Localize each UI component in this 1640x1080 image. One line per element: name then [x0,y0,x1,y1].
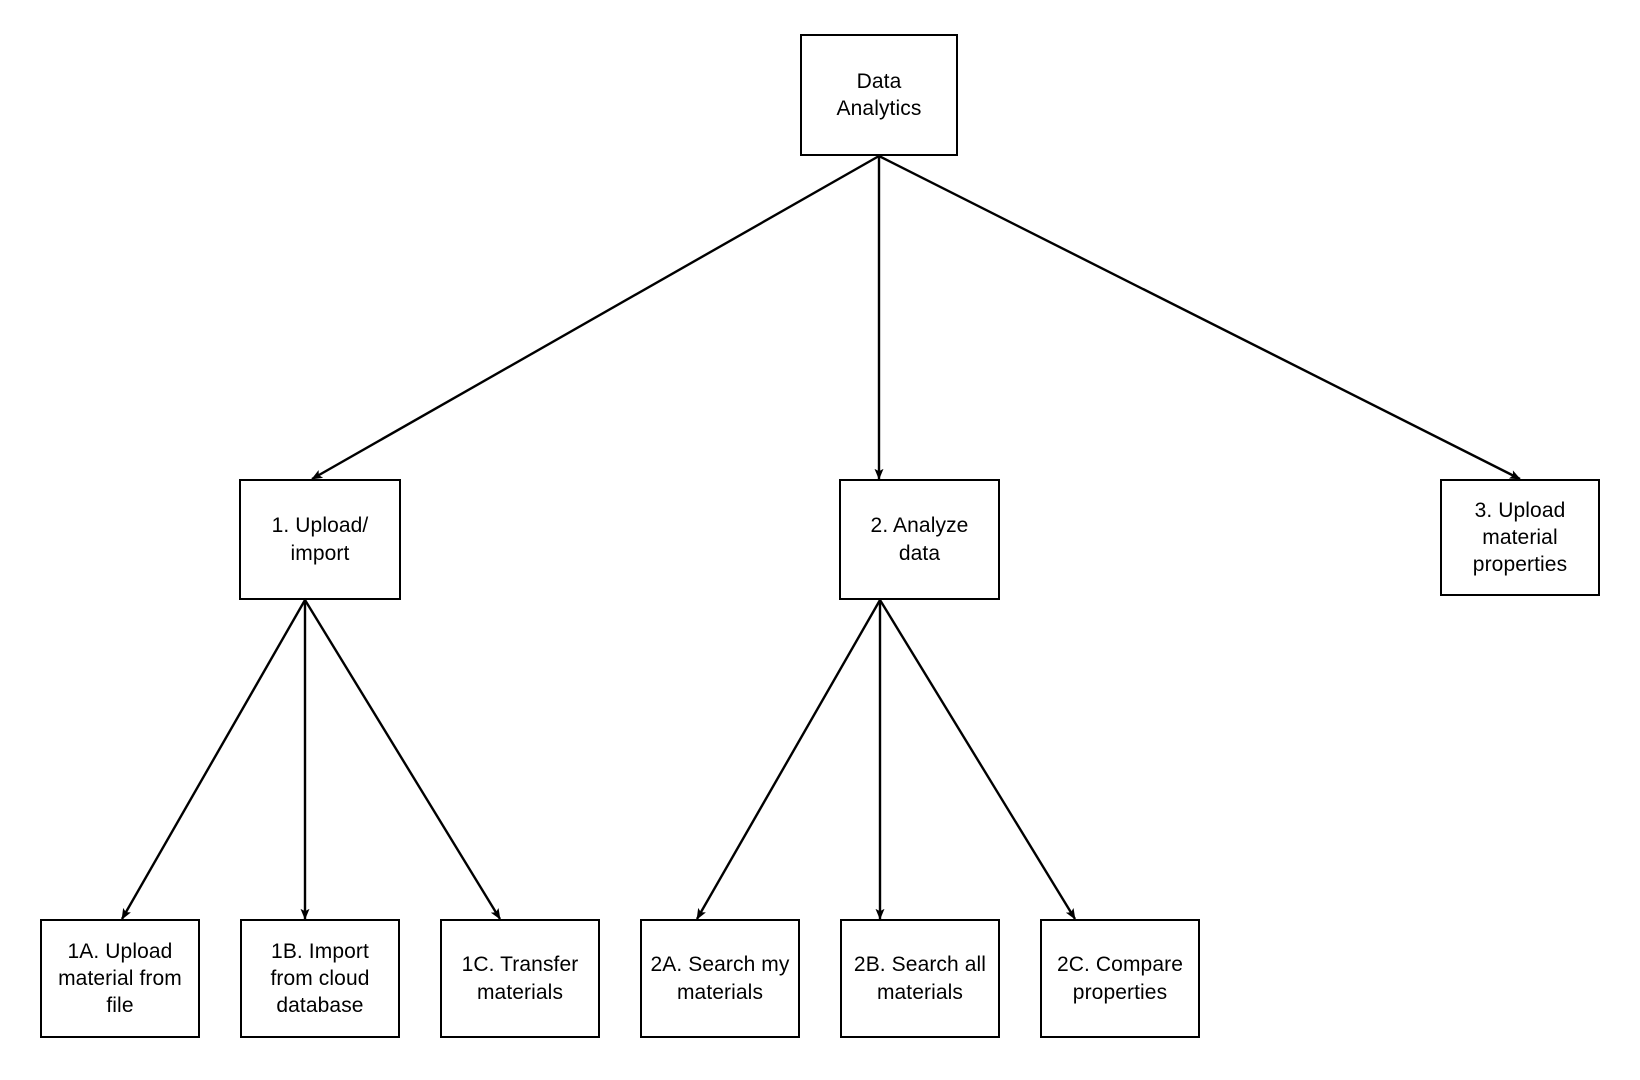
node-n3[interactable]: 3. Upload material properties [1440,479,1600,596]
node-n2b[interactable]: 2B. Search all materials [840,919,1000,1038]
edge-n2-to-n2a [695,599,882,920]
edge-n1-to-n1c [303,599,502,920]
edge-n2-to-n2c [878,599,1077,920]
node-root[interactable]: Data Analytics [800,34,958,156]
node-label-n1: 1. Upload/ import [271,514,369,565]
edge-n1-to-n1a [120,599,307,920]
node-n1a[interactable]: 1A. Upload material from file [40,919,200,1038]
node-n2[interactable]: 2. Analyze data [839,479,1000,600]
node-label-n2b: 2B. Search all materials [853,953,987,1004]
node-label-root: Data Analytics [836,69,922,120]
node-n1[interactable]: 1. Upload/ import [239,479,401,600]
node-n2a[interactable]: 2A. Search my materials [640,919,800,1038]
node-label-n2c: 2C. Compare properties [1057,953,1183,1004]
node-label-n2: 2. Analyze data [870,514,969,565]
node-label-n1c: 1C. Transfer materials [461,953,579,1004]
node-label-n3: 3. Upload material properties [1472,498,1568,577]
node-n1b[interactable]: 1B. Import from cloud database [240,919,400,1038]
node-label-n1a: 1A. Upload material from file [58,939,182,1018]
node-label-n1b: 1B. Import from cloud database [270,939,370,1018]
node-n1c[interactable]: 1C. Transfer materials [440,919,600,1038]
node-n2c[interactable]: 2C. Compare properties [1040,919,1200,1038]
edge-root-to-n3 [878,154,1521,481]
edge-root-to-n1 [311,154,880,481]
node-label-n2a: 2A. Search my materials [650,953,790,1004]
